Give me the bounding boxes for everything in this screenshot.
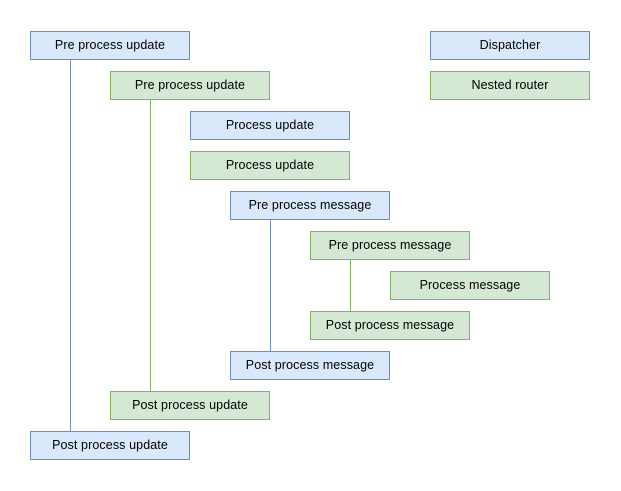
legend-item-nested-router[interactable]: Nested router — [430, 71, 590, 100]
node-post-process-update-n10[interactable]: Post process update — [110, 391, 270, 420]
node-label: Post process update — [132, 398, 248, 413]
legend-item-dispatcher[interactable]: Dispatcher — [430, 31, 590, 60]
node-label: Post process message — [325, 318, 455, 333]
node-pre-process-update-n1[interactable]: Pre process update — [30, 31, 190, 60]
node-label: Process message — [419, 278, 521, 293]
node-label: Process update — [225, 158, 315, 173]
node-label: Pre process update — [54, 38, 166, 53]
node-post-process-message-n9[interactable]: Post process message — [230, 351, 390, 380]
node-label: Process update — [225, 118, 315, 133]
connector-n5-to-n9 — [270, 220, 271, 351]
legend-item-label: Nested router — [471, 78, 549, 93]
node-pre-process-message-n5[interactable]: Pre process message — [230, 191, 390, 220]
connector-n1-to-n11 — [70, 60, 71, 431]
legend-item-label: Dispatcher — [479, 38, 541, 53]
node-process-update-n4[interactable]: Process update — [190, 151, 350, 180]
node-post-process-update-n11[interactable]: Post process update — [30, 431, 190, 460]
node-pre-process-update-n2[interactable]: Pre process update — [110, 71, 270, 100]
node-post-process-message-n8[interactable]: Post process message — [310, 311, 470, 340]
node-pre-process-message-n6[interactable]: Pre process message — [310, 231, 470, 260]
node-label: Post process update — [52, 438, 168, 453]
connector-n2-to-n10 — [150, 100, 151, 391]
connector-n6-to-n8 — [350, 260, 351, 311]
node-process-message-n7[interactable]: Process message — [390, 271, 550, 300]
node-label: Pre process message — [328, 238, 452, 253]
node-label: Pre process update — [134, 78, 246, 93]
node-process-update-n3[interactable]: Process update — [190, 111, 350, 140]
node-label: Pre process message — [248, 198, 372, 213]
node-label: Post process message — [245, 358, 375, 373]
